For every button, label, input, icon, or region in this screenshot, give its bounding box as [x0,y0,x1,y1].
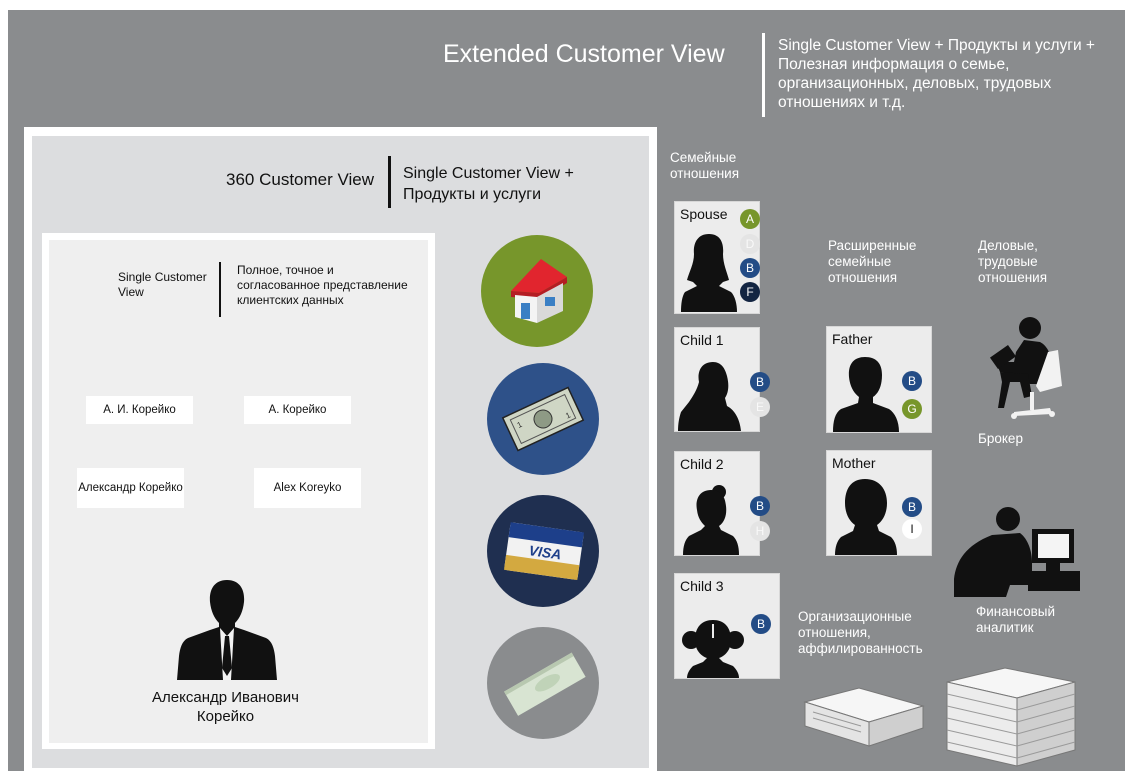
family-card-label: Father [832,331,873,347]
badge: E [750,397,770,417]
extended-view-divider [762,33,765,117]
woman-silhouette-icon [835,479,897,555]
child-silhouette-icon [683,485,739,555]
name-variant: А. И. Корейко [86,396,193,424]
single-view-divider [219,262,221,317]
badge: D [740,234,760,254]
name-variant: Александр Корейко [77,468,184,508]
customer-silhouette-icon [177,580,277,680]
customer-name: Александр Иванович Корейко [152,689,299,725]
badge: I [902,519,922,539]
woman-silhouette-icon [681,234,737,312]
broker-silhouette-icon [989,317,1062,419]
badge: H [750,521,770,541]
organizational-relations-label: Организационные отношения, аффилированно… [798,609,923,656]
badge: B [750,496,770,516]
name-variant: А. Корейко [244,396,351,424]
view-360-divider [388,156,391,208]
extended-view-title: Extended Customer View [443,40,725,68]
credit-card-icon: VISA [487,495,599,607]
broker-label: Брокер [978,431,1023,446]
family-card-label: Child 1 [680,332,724,348]
family-card-father: Father B G [826,326,932,433]
tall-building-icon [946,667,1076,767]
view-360-title: 360 Customer View [226,170,375,189]
single-view-description: Полное, точное и согласованное представл… [237,263,408,307]
badge: G [902,399,922,419]
badge: B [750,372,770,392]
family-card-spouse: Spouse A D B F [674,201,760,314]
badge: A [740,209,760,229]
family-card-child-1: Child 1 B E [674,327,770,432]
extended-family-label: Расширенные семейные отношения [828,238,917,285]
badge: B [751,614,771,634]
family-card-label: Spouse [680,206,728,222]
house-icon [481,235,593,347]
family-card-mother: Mother B I [826,450,932,556]
badge: B [902,371,922,391]
badge: B [902,497,922,517]
cheque-icon [487,627,599,739]
extended-view-description: Single Customer View + Продукты и услуги… [778,37,1095,111]
family-card-child-2: Child 2 B H [674,451,770,556]
family-card-label: Mother [832,455,876,471]
toddler-silhouette-icon [682,620,744,678]
svg-text:1: 1 [564,410,572,420]
card-brand-label: VISA [528,542,563,562]
banknote-icon: 1 1 [487,363,599,475]
family-relations-label: Семейные отношения [670,150,740,181]
single-view-title: Single Customer View [118,270,207,299]
badge: F [740,282,760,302]
business-relations-label: Деловые, трудовые отношения [978,238,1048,285]
girl-silhouette-icon [678,362,741,431]
family-card-child-3: Child 3 B [674,573,780,679]
office-building-icon [803,687,925,747]
badge: B [740,258,760,278]
analyst-silhouette-icon [954,507,1080,597]
view-360-description: Single Customer View + Продукты и услуги [403,165,574,203]
analyst-label: Финансовый аналитик [976,604,1056,635]
family-card-label: Child 2 [680,456,724,472]
man-silhouette-icon [833,357,899,432]
name-variant: Alex Koreyko [254,468,361,508]
svg-text:1: 1 [516,420,524,430]
family-card-label: Child 3 [680,578,724,594]
